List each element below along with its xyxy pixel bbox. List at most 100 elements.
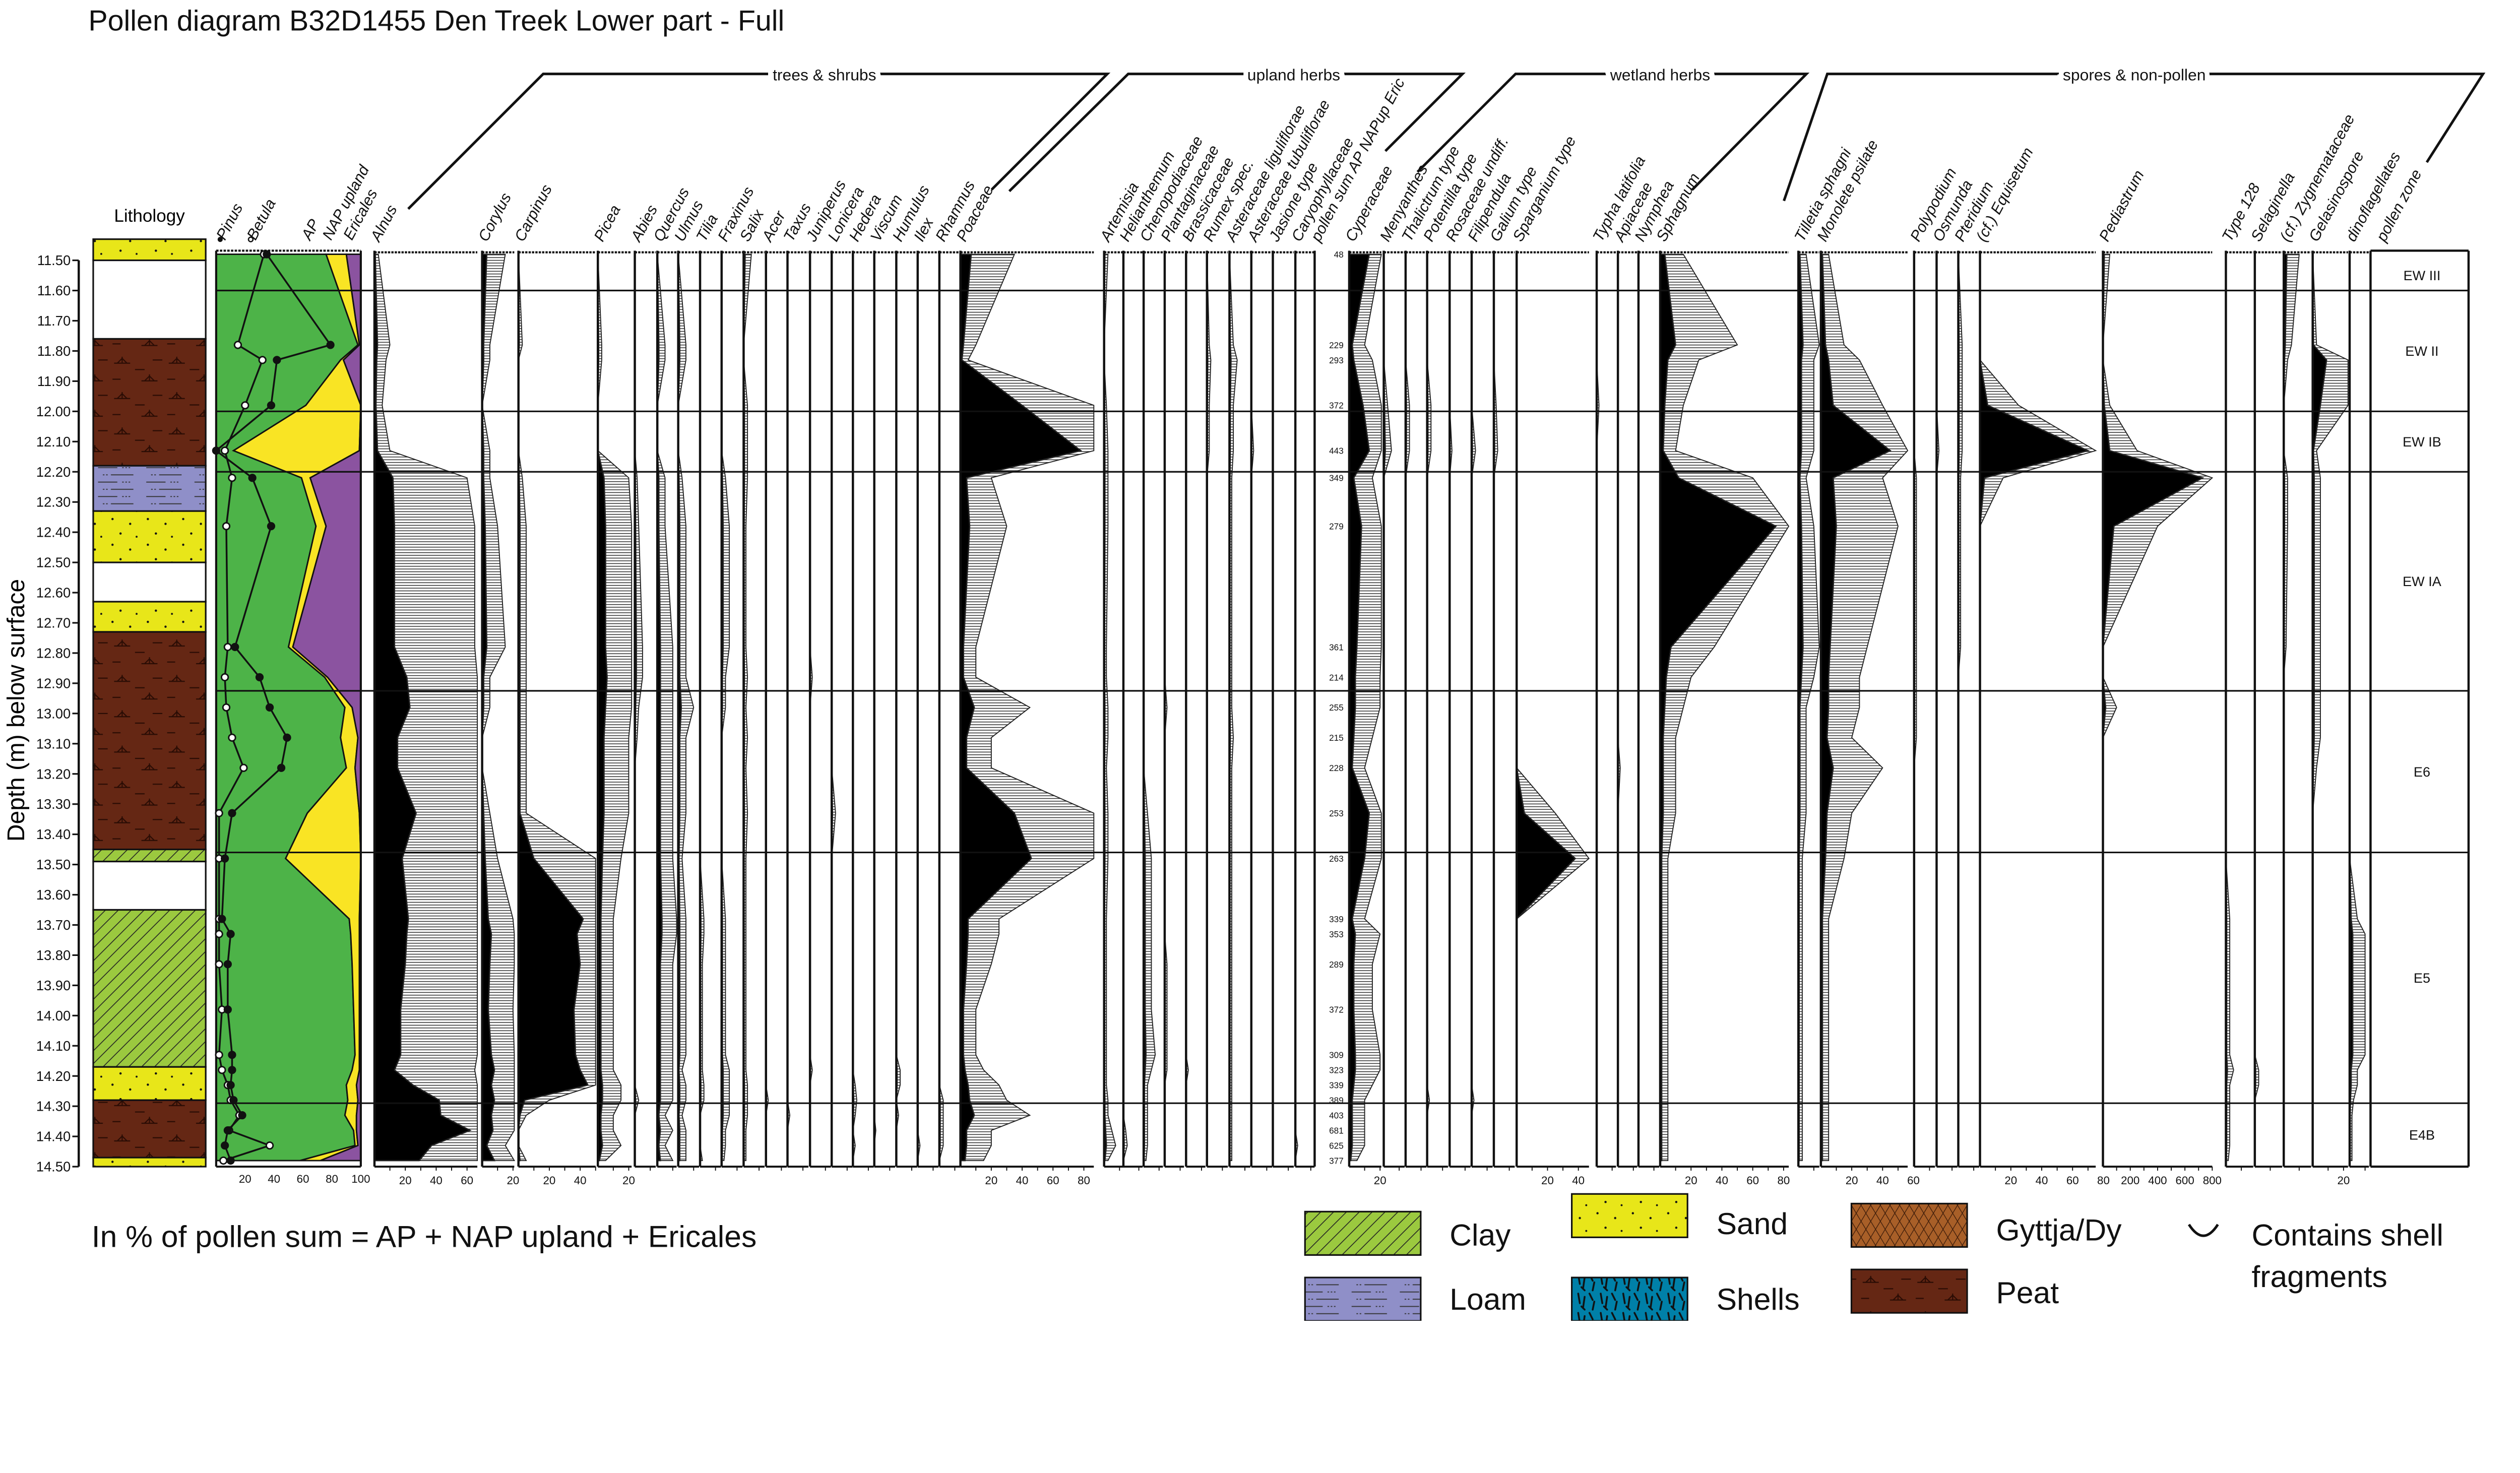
taxon-label: Pediastrum: [2096, 167, 2148, 244]
pollen-sum-value: 255: [1329, 702, 1344, 713]
betula-point: [220, 446, 229, 455]
panel-tick-label: 20: [985, 1174, 997, 1187]
pinus-point: [277, 763, 286, 772]
pinus-point: [223, 960, 232, 969]
pollen-sum-value: 681: [1329, 1125, 1344, 1135]
lithology-layer-sand: [92, 1157, 207, 1168]
abundance-curve: [1348, 253, 1370, 1162]
pollen-diagram: Pollen diagram B32D1455 Den Treek Lower …: [3, 5, 2486, 1321]
lithology-layer-loam: [92, 465, 207, 512]
pollen-sum-value: 353: [1329, 929, 1344, 939]
panel-tick-label: 80: [1777, 1174, 1790, 1187]
taxon-panel-osmunda: Osmunda: [1929, 177, 1976, 1171]
panel-tick-label: 40: [574, 1174, 587, 1187]
pinus-point: [326, 341, 335, 349]
legend-swatch-loam: [1304, 1276, 1422, 1321]
lithology-layer-peat: [92, 631, 207, 851]
betula-point: [228, 733, 236, 742]
legend-label-loam: Loam: [1450, 1282, 1526, 1316]
depth-tick-label: 13.40: [36, 826, 71, 842]
pinus-point: [226, 1156, 235, 1165]
exaggeration-curve: [1103, 253, 1116, 1162]
betula-point: [215, 809, 223, 817]
taxon-panel-typha-latifolia: Typha latifolia: [1590, 153, 1649, 1171]
pollen-sum-value: 279: [1329, 522, 1344, 532]
taxon-panel-polypodium: Polypodium: [1907, 165, 1960, 1171]
depth-tick-label: 14.20: [36, 1068, 71, 1084]
pinus-point: [226, 1081, 235, 1090]
taxon-panel-rosaceae-undiff: Rosaceae undiff.: [1442, 134, 1512, 1171]
pollen-sum-value: 361: [1329, 642, 1344, 652]
panel-tick-label: 40: [430, 1174, 443, 1187]
taxon-panel-filipendula: Filipendula: [1465, 170, 1515, 1171]
depth-tick-label: 13.30: [36, 796, 71, 812]
depth-tick-label: 14.30: [36, 1099, 71, 1114]
exaggeration-curve: [677, 254, 695, 1162]
pollen-sum-value: 293: [1329, 355, 1344, 365]
exaggeration-curve: [597, 254, 633, 1162]
pollen-sum-value: 263: [1329, 854, 1344, 864]
diagram-title: Pollen diagram B32D1455 Den Treek Lower …: [88, 5, 784, 37]
abundance-curve: [597, 254, 608, 1162]
panel-tick-label: 20: [543, 1174, 556, 1187]
pinus-point: [220, 854, 229, 863]
pollen-sum-value: 289: [1329, 959, 1344, 970]
exaggeration-curve: [721, 254, 730, 1162]
betula-point: [222, 703, 231, 712]
pinus-point: [218, 915, 226, 923]
zone-label: E5: [2414, 970, 2430, 986]
shell-fragments-icon: [2187, 1224, 2219, 1237]
group-bracket-trees-shrubs: [407, 73, 1111, 210]
panel-tick-label: 20: [622, 1174, 635, 1187]
pollen-sum-value: 372: [1329, 401, 1344, 411]
betula-point: [218, 1066, 226, 1074]
taxon-panel-fraxinus: Fraxinus: [714, 184, 758, 1171]
betula-point: [265, 1141, 274, 1150]
pinus-point: [226, 930, 235, 938]
betula-marker-icon: [247, 236, 254, 242]
lithology-layer-clay: [92, 909, 207, 1068]
taxon-panel-abies: Abies: [627, 202, 661, 1171]
zone-label: EW II: [2405, 343, 2438, 359]
panel-tick-label: 600: [2176, 1174, 2194, 1187]
panel-tick-label: 40: [1876, 1174, 1889, 1187]
taxon-panel-humulus: Humulus: [889, 182, 933, 1171]
panel-tick-label: 20: [507, 1174, 519, 1187]
taxon-panel-acer: Acer: [759, 208, 789, 1171]
taxon-panel-viscum: Viscum: [867, 192, 906, 1171]
depth-tick-label: 14.10: [36, 1038, 71, 1054]
betula-point: [215, 960, 223, 969]
exaggeration-curve: [743, 253, 752, 1162]
legend-label-shells: Shells: [1717, 1282, 1800, 1316]
betula-point: [239, 763, 248, 772]
abundance-curve: [960, 253, 1083, 1162]
pinus-point: [248, 474, 257, 482]
zone-label: EW IB: [2403, 434, 2441, 450]
betula-point: [258, 356, 267, 364]
pollen-sum-value: 443: [1329, 446, 1344, 456]
exaggeration-curve: [2283, 253, 2300, 1161]
depth-tick-label: 12.30: [36, 494, 71, 510]
pinus-marker-icon: [217, 237, 223, 242]
lithology-layer-peat: [92, 1099, 207, 1159]
abundance-curve: [373, 253, 472, 1162]
taxon-panel-chenopodiaceae: Chenopodiaceae: [1137, 133, 1207, 1171]
zone-label: E6: [2414, 764, 2430, 780]
legend-shell-note-line1: Contains shell: [2251, 1218, 2443, 1252]
panel-tick-label: 40: [1716, 1174, 1728, 1187]
depth-tick-label: 12.80: [36, 645, 71, 661]
depth-tick-label: 11.90: [37, 373, 71, 389]
depth-tick-label: 11.60: [37, 283, 71, 298]
taxon-panel-juniperus: Juniperus: [802, 177, 849, 1171]
depth-tick-label: 13.80: [36, 947, 71, 963]
lithology-layer-none: [92, 561, 207, 603]
taxon-panel-thalictrum-type: Thalictrum type: [1399, 143, 1463, 1171]
